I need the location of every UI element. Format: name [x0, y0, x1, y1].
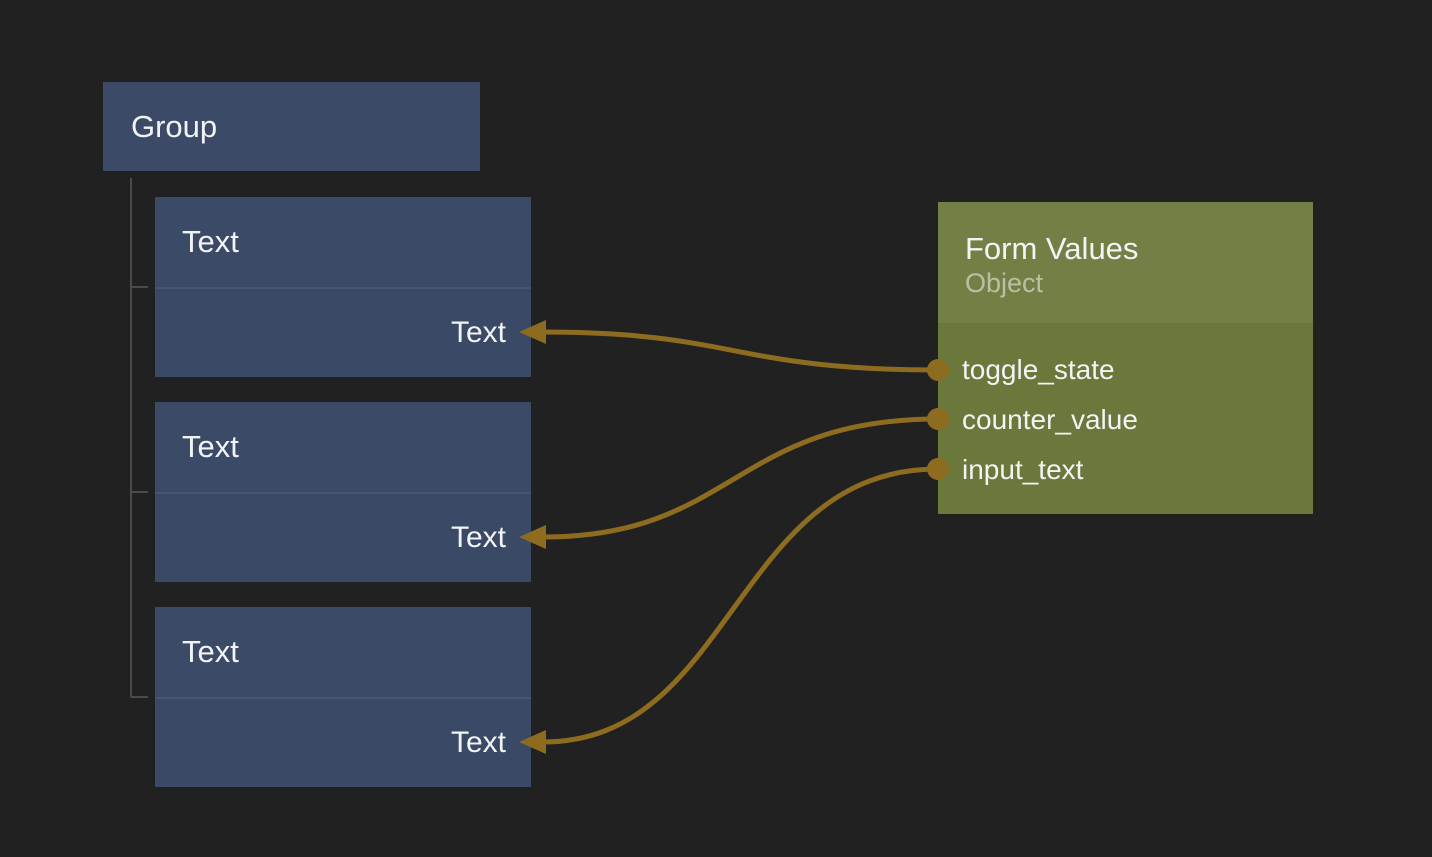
text-node-3-title: Text: [182, 634, 239, 669]
text-node-2-body: Text: [155, 492, 531, 582]
text-node-1[interactable]: Text Text: [155, 197, 531, 377]
text-node-3-header[interactable]: Text: [155, 607, 531, 697]
group-tree-connector: [130, 178, 148, 698]
output-port-counter-value[interactable]: [927, 408, 949, 430]
wire-counter-value-to-text-2[interactable]: [540, 416, 941, 540]
form-values-node-body: toggle_state counter_value input_text: [938, 323, 1313, 514]
form-values-node[interactable]: Form Values Object toggle_state counter_…: [938, 202, 1313, 514]
text-node-1-header[interactable]: Text: [155, 197, 531, 287]
text-node-1-body: Text: [155, 287, 531, 377]
output-row-toggle-state: toggle_state: [938, 345, 1313, 395]
group-node[interactable]: Group: [103, 82, 480, 171]
text-node-2-header[interactable]: Text: [155, 402, 531, 492]
output-label-counter-value: counter_value: [962, 404, 1138, 435]
wire-input-text-to-text-3[interactable]: [540, 466, 941, 745]
text-node-3-input-label: Text: [450, 726, 506, 759]
output-label-toggle-state: toggle_state: [962, 354, 1115, 385]
form-values-node-header[interactable]: Form Values Object: [938, 202, 1313, 323]
text-node-3[interactable]: Text Text: [155, 607, 531, 787]
output-port-input-text[interactable]: [927, 458, 949, 480]
group-node-title: Group: [131, 108, 218, 144]
output-row-counter-value: counter_value: [938, 395, 1313, 445]
text-node-2-input-label: Text: [450, 521, 506, 554]
form-values-node-subtitle: Object: [965, 267, 1044, 298]
output-port-toggle-state[interactable]: [927, 359, 949, 381]
text-node-2-title: Text: [182, 429, 239, 464]
wire-toggle-state-to-text-1[interactable]: [540, 329, 941, 373]
text-node-3-body: Text: [155, 697, 531, 787]
text-node-2[interactable]: Text Text: [155, 402, 531, 582]
output-label-input-text: input_text: [962, 454, 1084, 485]
text-node-1-input-label: Text: [450, 316, 506, 349]
output-row-input-text: input_text: [938, 445, 1313, 495]
form-values-node-title: Form Values: [965, 230, 1139, 266]
text-node-1-title: Text: [182, 224, 239, 259]
